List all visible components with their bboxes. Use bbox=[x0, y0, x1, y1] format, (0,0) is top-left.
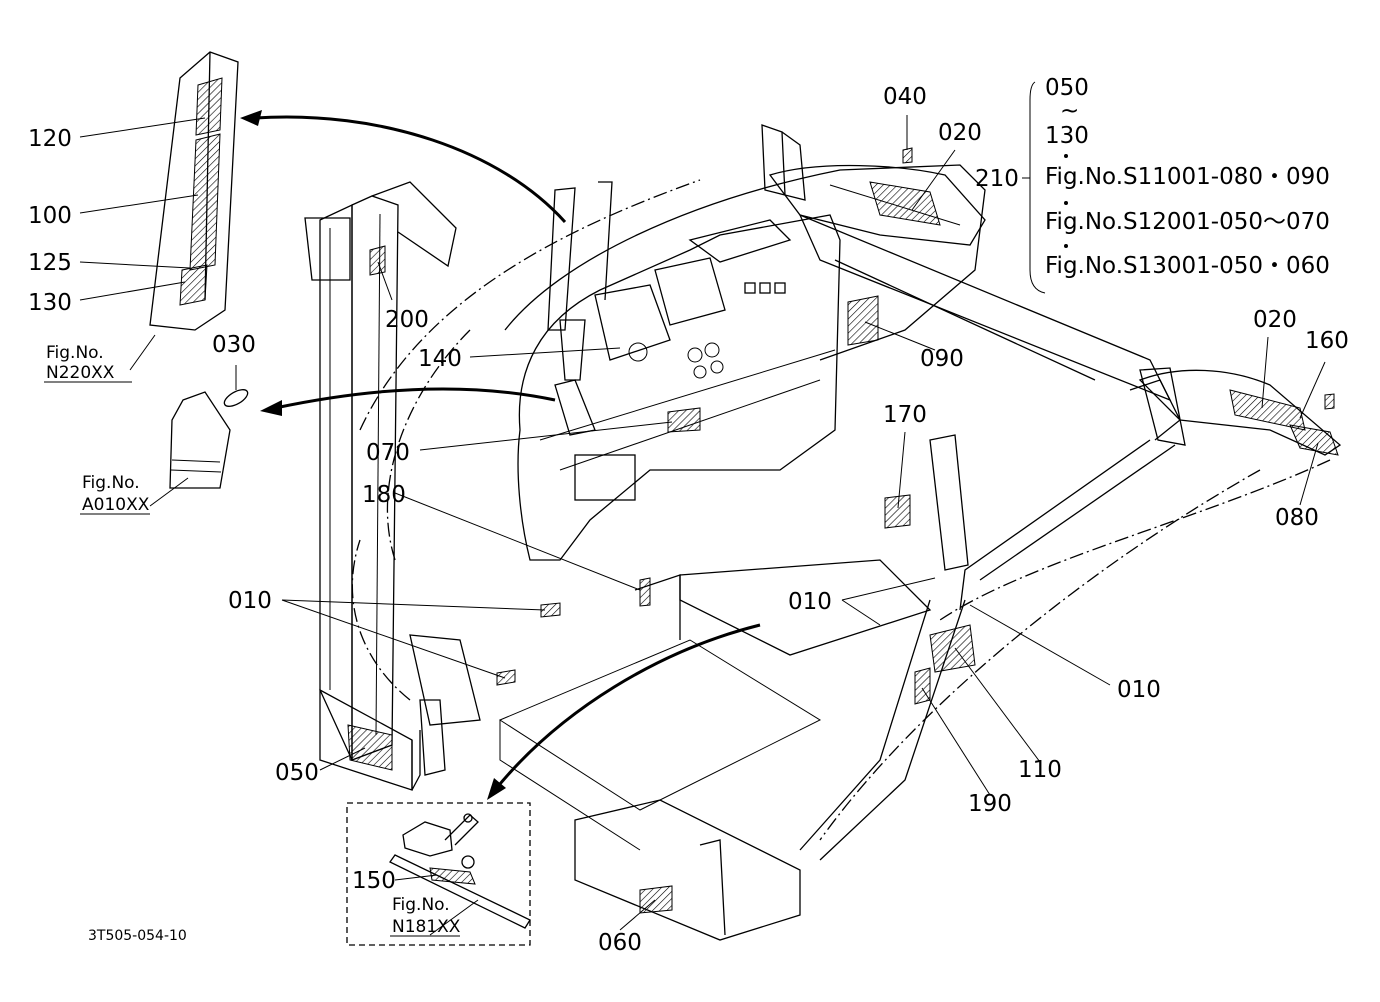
callout-010-right: 010 bbox=[1117, 677, 1161, 703]
fig-ref-n181-line1: Fig.No. bbox=[392, 895, 450, 915]
callout-070: 070 bbox=[366, 440, 410, 466]
callout-020-top: 020 bbox=[938, 120, 982, 146]
decal-marks bbox=[347, 147, 1339, 914]
callout-060: 060 bbox=[598, 930, 642, 956]
callout-020-right: 020 bbox=[1253, 307, 1297, 333]
fig-ref-a010-line1: Fig.No. bbox=[82, 473, 140, 493]
fig-ref-n181-line2: N181XX bbox=[392, 917, 461, 937]
callout-100: 100 bbox=[28, 203, 72, 229]
callout-090: 090 bbox=[920, 346, 964, 372]
fig-ref-n220-line1: Fig.No. bbox=[46, 343, 104, 363]
group-210-number: 210 bbox=[975, 166, 1019, 192]
fig-reference-labels: Fig.No. N220XX Fig.No. A010XX Fig.No. N1… bbox=[44, 343, 461, 937]
callout-125: 125 bbox=[28, 250, 72, 276]
callout-190: 190 bbox=[968, 791, 1012, 817]
callout-200: 200 bbox=[385, 307, 429, 333]
pillar-trim-drawing bbox=[149, 51, 239, 331]
callout-080: 080 bbox=[1275, 505, 1319, 531]
callout-110: 110 bbox=[1018, 757, 1062, 783]
group-210-references: 210 050 ~ 130 Fig.No.S11001-080・090 Fig.… bbox=[975, 75, 1330, 279]
callout-010-center: 010 bbox=[788, 589, 832, 615]
callout-040: 040 bbox=[883, 84, 927, 110]
callout-160: 160 bbox=[1305, 328, 1349, 354]
fig-ref-a010-line2: A010XX bbox=[82, 495, 150, 515]
detail-arrows bbox=[240, 110, 761, 800]
group-210-ref-s11001: Fig.No.S11001-080・090 bbox=[1045, 164, 1330, 190]
callout-140: 140 bbox=[418, 346, 462, 372]
callout-labels: 120 100 125 130 200 030 140 070 180 010 … bbox=[28, 84, 1349, 956]
callout-030: 030 bbox=[212, 332, 256, 358]
cab-frame-drawing bbox=[304, 124, 1342, 941]
callout-010-left: 010 bbox=[228, 588, 272, 614]
group-210-range-end: 130 bbox=[1045, 123, 1089, 149]
group-210-ref-s13001: Fig.No.S13001-050・060 bbox=[1045, 253, 1330, 279]
callout-130: 130 bbox=[28, 290, 72, 316]
group-210-ref-s12001: Fig.No.S12001-050〜070 bbox=[1045, 209, 1330, 235]
leader-lines bbox=[79, 81, 1326, 936]
callout-170: 170 bbox=[883, 402, 927, 428]
group-210-range-start: 050 bbox=[1045, 75, 1089, 101]
callout-150: 150 bbox=[352, 868, 396, 894]
group-210-range-tilde: ~ bbox=[1060, 98, 1079, 124]
fig-ref-n220-line2: N220XX bbox=[46, 363, 115, 383]
cover-drawing bbox=[169, 389, 249, 489]
callout-120: 120 bbox=[28, 126, 72, 152]
drawing-code: 3T505-054-10 bbox=[88, 928, 187, 944]
inset-detail bbox=[346, 802, 531, 946]
callout-180: 180 bbox=[362, 482, 406, 508]
callout-050: 050 bbox=[275, 760, 319, 786]
